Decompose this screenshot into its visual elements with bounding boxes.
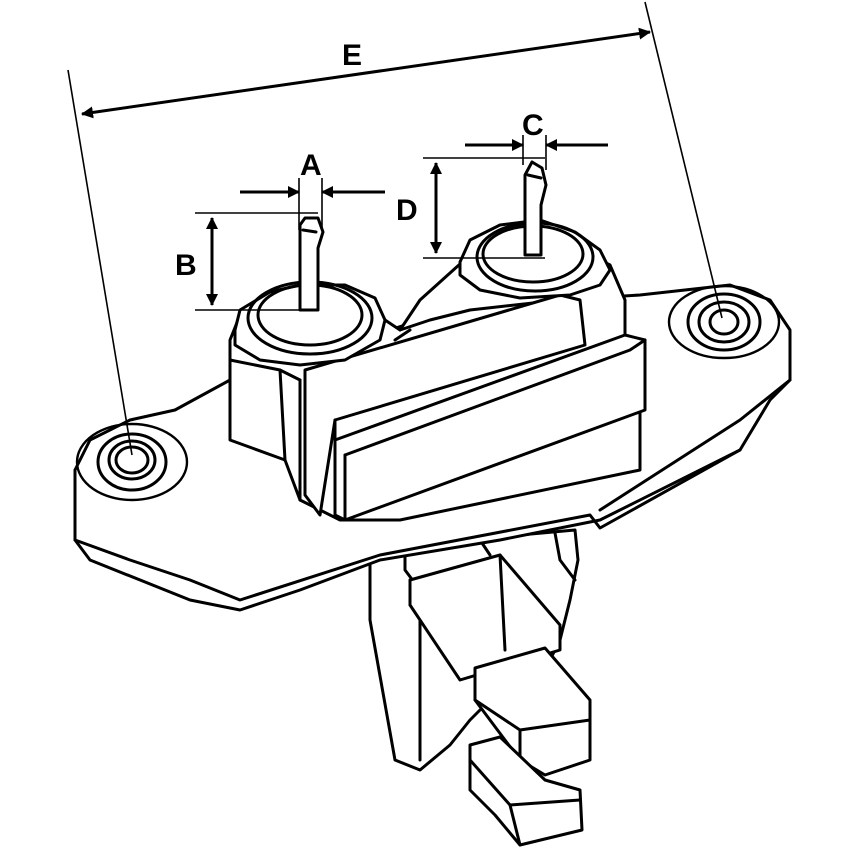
plug-terminal-upper: [473, 646, 592, 777]
dimension-label-d: D: [396, 194, 418, 227]
brush-slab-front: [333, 333, 647, 522]
terminal-pin-left: [298, 216, 325, 312]
dimension-label-e: E: [342, 39, 362, 72]
dimension-label-b: B: [175, 249, 197, 282]
dimension-label-c: C: [522, 109, 544, 142]
dimension-label-a: A: [300, 149, 322, 182]
plug-terminal-lower: [468, 735, 584, 847]
mounting-hole-left: [75, 422, 189, 502]
terminal-pin-right: [523, 160, 548, 257]
connector-socket: [408, 553, 562, 682]
mounting-hole-right: [667, 284, 781, 360]
dimension-d: [423, 157, 545, 259]
dimension-c: [465, 135, 608, 170]
dimension-a: [240, 178, 385, 230]
dimension-b: [195, 212, 318, 311]
dimension-e: [67, 1, 723, 456]
